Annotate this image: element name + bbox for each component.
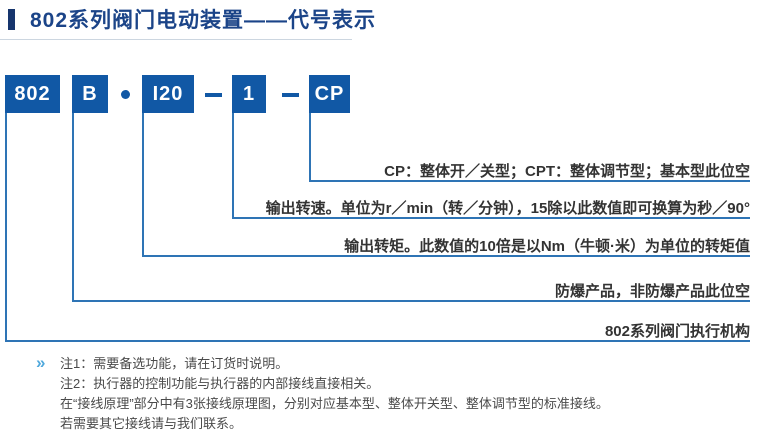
explanation-output-torque: 输出转矩。此数值的10倍是以Nm（牛顿·米）为单位的转矩值 bbox=[344, 238, 750, 255]
explanation-series: 802系列阀门执行机构 bbox=[604, 323, 750, 340]
dot-separator-icon bbox=[121, 90, 130, 99]
connector-line-1 bbox=[232, 113, 750, 219]
code-box-1: 1 bbox=[232, 75, 266, 113]
notes-chevron-icon: » bbox=[36, 353, 46, 372]
connector-line-b bbox=[72, 113, 750, 302]
code-box-i20: I20 bbox=[142, 75, 194, 113]
header-accent-bar-icon bbox=[8, 9, 15, 30]
note-line-4: 若需要其它接线请与我们联系。 bbox=[60, 416, 243, 431]
header-underline bbox=[0, 39, 352, 40]
explanation-cp: CP：整体开／关型；CPT：整体调节型；基本型此位空 bbox=[384, 163, 750, 180]
connector-line-i20 bbox=[142, 113, 750, 257]
connector-line-cp bbox=[309, 113, 750, 182]
code-box-cp: CP bbox=[309, 75, 350, 113]
notes-block: 注1：需要备选功能，请在订货时说明。 注2：执行器的控制功能与执行器的内部接线直… bbox=[60, 354, 609, 434]
explanation-output-speed: 输出转速。单位为r／min（转／分钟），15除以此数值即可换算为秒／90° bbox=[265, 200, 750, 217]
connector-line-802 bbox=[5, 113, 750, 342]
note-line-1: 注1：需要备选功能，请在订货时说明。 bbox=[60, 356, 289, 371]
code-box-b: B bbox=[72, 75, 108, 113]
dash-separator-icon bbox=[282, 93, 299, 97]
page-title: 802系列阀门电动装置——代号表示 bbox=[30, 9, 377, 32]
note-line-3: 在“接线原理”部分中有3张接线原理图，分别对应基本型、整体开关型、整体调节型的标… bbox=[60, 396, 609, 411]
note-line-2: 注2：执行器的控制功能与执行器的内部接线直接相关。 bbox=[60, 376, 380, 391]
dash-separator-icon bbox=[205, 93, 222, 97]
explanation-explosion-proof: 防爆产品，非防爆产品此位空 bbox=[554, 283, 750, 300]
code-box-802: 802 bbox=[5, 75, 60, 113]
